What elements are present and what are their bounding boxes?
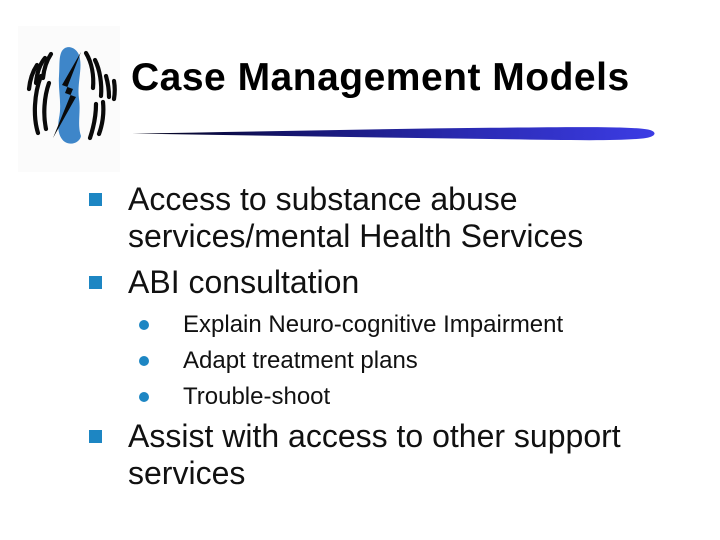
bullet-text: Assist with access to other support serv…	[128, 418, 621, 491]
bullet-item: Access to substance abuse services/menta…	[89, 181, 636, 255]
square-bullet-icon	[89, 193, 102, 206]
logo-left-hand-strokes	[26, 51, 54, 136]
title-underline-swoosh-icon	[132, 127, 655, 141]
logo-right-hand-strokes	[83, 50, 117, 141]
round-bullet-icon	[139, 392, 149, 402]
slide-title: Case Management Models	[131, 56, 630, 99]
sub-bullet-item: Explain Neuro-cognitive Impairment	[139, 311, 653, 339]
hands-lightning-icon	[18, 26, 120, 172]
bullet-text: Access to substance abuse services/menta…	[128, 181, 584, 254]
bullet-item: Assist with access to other support serv…	[89, 418, 636, 492]
sub-bullet-item: Adapt treatment plans	[139, 347, 653, 375]
sub-bullet-text: Explain Neuro-cognitive Impairment	[183, 311, 564, 338]
round-bullet-icon	[139, 356, 149, 366]
sub-bullet-text: Adapt treatment plans	[183, 347, 418, 374]
sub-bullet-text: Trouble-shoot	[183, 383, 331, 410]
bullet-text: ABI consultation	[128, 264, 360, 300]
logo-blue-ribbon	[58, 47, 81, 144]
square-bullet-icon	[89, 430, 102, 443]
logo-hands-lightning	[18, 26, 120, 172]
round-bullet-icon	[139, 320, 149, 330]
bullet-item: ABI consultation	[89, 264, 636, 301]
sub-bullet-item: Trouble-shoot	[139, 383, 653, 411]
square-bullet-icon	[89, 276, 102, 289]
